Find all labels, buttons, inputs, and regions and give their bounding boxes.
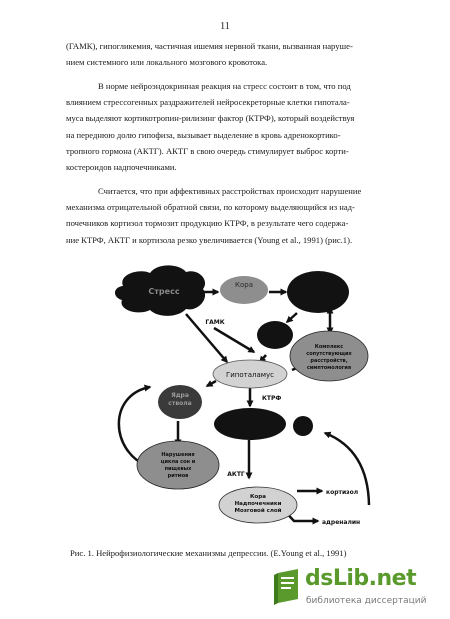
figure-caption: Рис. 1. Нейрофизиологические механизмы д… [70, 548, 347, 558]
sleep-label-4: ритмов [168, 473, 189, 479]
text-line: (ГАМК), гипогликемия, частичная ишемия н… [66, 41, 353, 51]
adrenal-label-2: Надпочечники [235, 501, 282, 507]
aktg-label: АКТГ [227, 471, 245, 478]
stress-label: Стресс [148, 287, 179, 296]
text-line: В норме нейроэндокринная реакция на стре… [98, 81, 351, 91]
hypothalamus-node [212, 359, 288, 389]
arrows [117, 288, 371, 525]
text-line: нием системного или локального мозгового… [66, 57, 268, 68]
text-line: ние КТРФ, АКТГ и кортизола резко увеличи… [66, 234, 353, 245]
ktrf-label: КТРФ [262, 395, 281, 402]
adrenal-label-1: Кора [250, 494, 266, 500]
text-line: муса выделяют кортикотропин-рилизинг фак… [66, 113, 355, 124]
watermark-subtitle: библиотека диссертаций [306, 596, 427, 606]
cortex-node [220, 276, 268, 304]
nuclei-label-2: ствола [168, 400, 191, 407]
hypothalamus-label: Гипоталамус [226, 371, 274, 379]
nuclei-label-1: Ядра [171, 392, 189, 399]
arrow-stress-to-hypothalamus [185, 313, 228, 364]
dslib-watermark: dsLib.net библиотека диссертаций [272, 565, 442, 611]
cortisol-label: кортизол [326, 489, 358, 496]
arrow-feedback-right [323, 431, 371, 506]
comorbid-label-2: сопутствующих [306, 351, 352, 357]
sleep-label-3: пищевых [165, 466, 193, 472]
arrow-feedback-left [117, 384, 152, 468]
arrow-gaba [213, 326, 256, 354]
text-line: костероидов надпочечниками. [66, 162, 177, 173]
sleep-label-1: Нарушения [161, 452, 194, 458]
text-line: влиянием стрессогенных раздражителей ней… [66, 97, 350, 108]
text-line: механизма отрицательной обратной связи, … [66, 202, 355, 213]
text-line: на переднюю долю гипофиза, вызывает выде… [66, 129, 341, 140]
watermark-title: dsLib.net [305, 566, 417, 591]
small-node [293, 416, 313, 436]
comorbid-label-1: Комплекс [315, 344, 344, 350]
adrenaline-label: адреналин [322, 519, 360, 526]
comorbid-node [289, 330, 369, 382]
text-line: Считается, что при аффективных расстройс… [98, 186, 362, 196]
adrenal-label-3: Мозговой слой [234, 507, 281, 514]
paragraph-3: Считается, что при аффективных расстройс… [66, 183, 422, 248]
comorbid-label-3: расстройств, [310, 357, 347, 364]
stress-cloud [114, 265, 206, 316]
sleep-label-2: цикла сон и [161, 459, 196, 465]
page-number: 11 [220, 21, 230, 32]
pituitary-node [214, 408, 286, 440]
paragraph-2: В норме нейроэндокринная реакция на стре… [66, 78, 422, 175]
limbic-node [287, 271, 349, 313]
arrow-limbic-center [285, 312, 298, 324]
arrow-hypo-nuclei [205, 379, 217, 388]
nodes: Стресс Кора ГАМК Комплекс сопутствующих … [114, 265, 369, 526]
text-line: почечников кортизол тормозит продукцию К… [66, 218, 349, 229]
text-line: тропного гормона (АКТГ). АКТГ в свою оче… [66, 145, 349, 156]
sleep-node [136, 440, 220, 490]
gaba-label: ГАМК [205, 319, 224, 326]
nuclei-node [158, 385, 202, 419]
dslib-logo-icon [274, 569, 298, 605]
center-node [257, 321, 293, 349]
paragraph-1: (ГАМК), гипогликемия, частичная ишемия н… [66, 38, 422, 70]
cortex-label: Кора [235, 281, 253, 289]
adrenal-node [218, 486, 298, 524]
comorbid-label-4: симптомология [307, 365, 351, 371]
